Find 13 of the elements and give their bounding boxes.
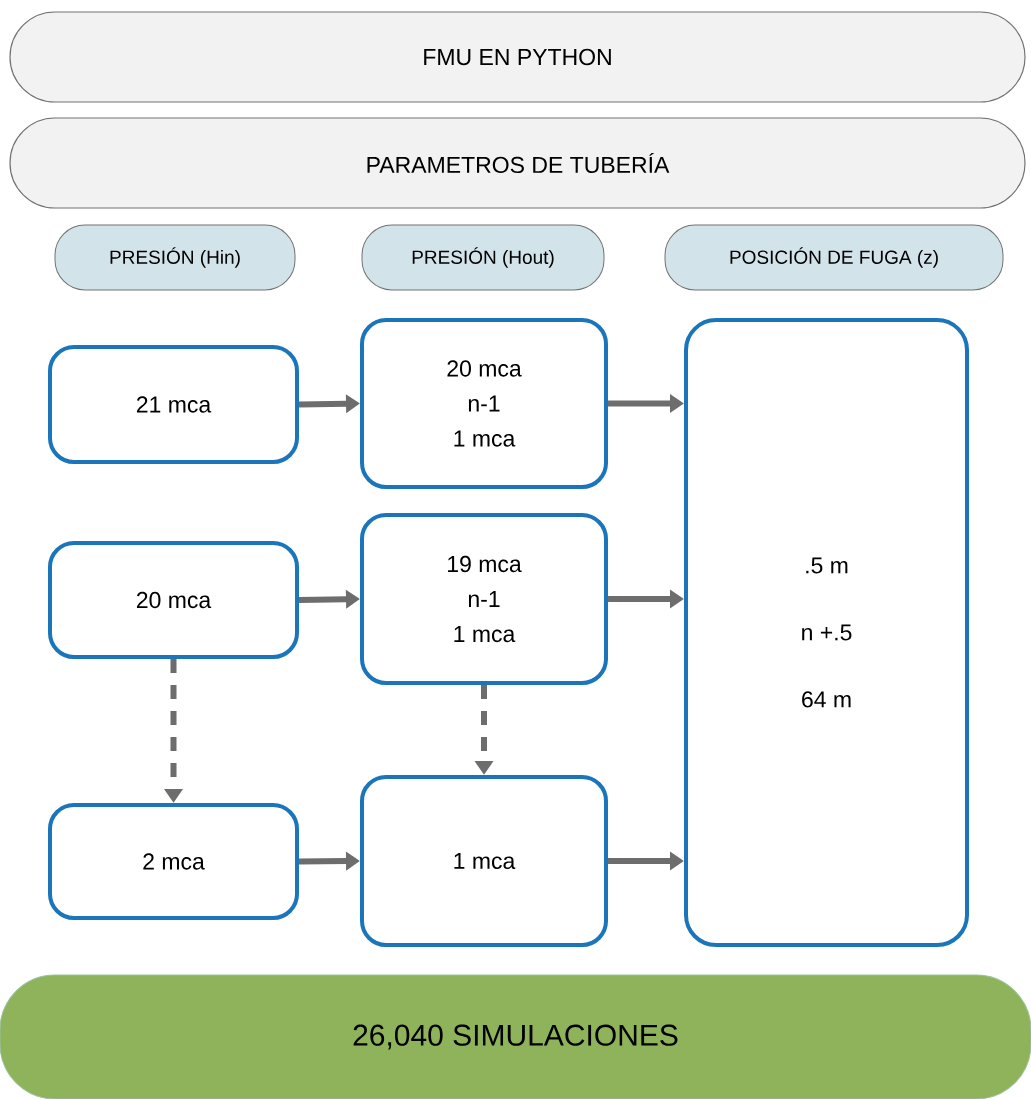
- pill-banner: PARAMETROS DE TUBERÍA: [9, 117, 1026, 209]
- column-header: PRESIÓN (Hin): [54, 224, 296, 291]
- result-banner: 26,040 SIMULACIONES: [0, 974, 1031, 1099]
- pill-banner: FMU EN PYTHON: [9, 11, 1026, 103]
- value-box: 21 mca: [48, 345, 299, 464]
- value-box: 1 mca: [360, 775, 608, 947]
- value-box: 20 mca: [48, 541, 299, 659]
- value-box: .5 m n +.5 64 m: [684, 318, 969, 947]
- value-box: 19 mca n-1 1 mca: [360, 513, 608, 685]
- value-box: 20 mca n-1 1 mca: [360, 318, 608, 489]
- column-header: PRESIÓN (Hout): [361, 224, 605, 291]
- value-box: 2 mca: [48, 803, 299, 920]
- column-header: POSICIÓN DE FUGA (z): [664, 224, 1004, 291]
